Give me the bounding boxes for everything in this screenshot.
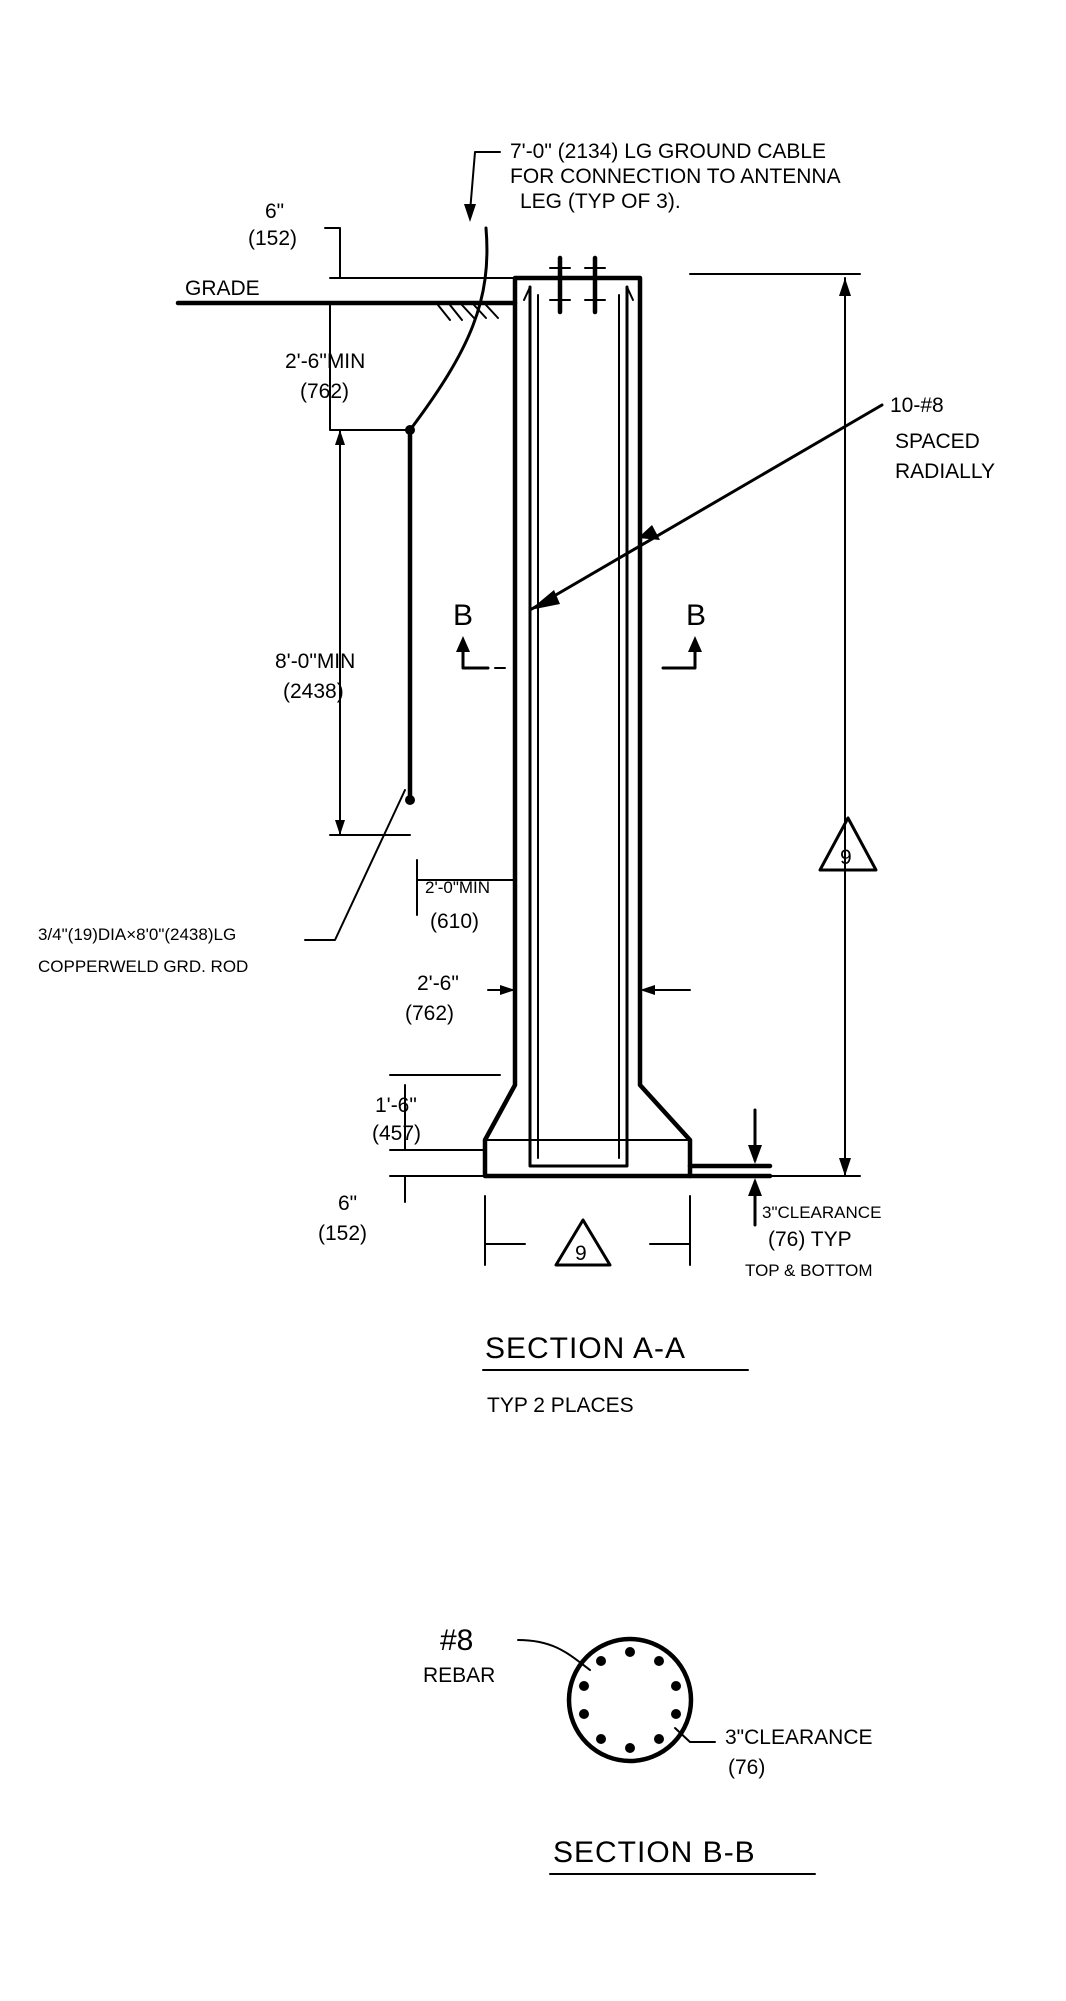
detail-tag-bottom-triangle (554, 1218, 612, 1267)
dim-2-6-min-ft: 2'-6"MIN (285, 350, 365, 373)
grade-label: GRADE (185, 277, 260, 300)
clearance-note-line2: (76) TYP (768, 1228, 852, 1251)
dim-6-top-ft: 6" (265, 200, 284, 223)
ground-rod-note-line1: 3/4"(19)DIA×8'0"(2438)LG (38, 925, 236, 944)
dim-6-bottom-ft: 6" (338, 1192, 357, 1215)
section-bb-drawing (517, 1636, 716, 1764)
ground-cable-leader (469, 151, 501, 213)
section-bb-title: SECTION B-B (553, 1836, 756, 1869)
dim-6-ticks (324, 227, 341, 279)
section-bb-clearance-2: (76) (728, 1756, 765, 1779)
ground-cable-note-line3: LEG (TYP OF 3). (520, 190, 681, 213)
detail-tag-right: 9 (840, 846, 852, 869)
rebar-leader (528, 403, 884, 612)
rebar-note-line3: RADIALLY (895, 460, 995, 483)
dim-2-6-mm: (762) (405, 1002, 454, 1025)
rebar-label-leader (517, 1639, 591, 1671)
pier-outline (482, 275, 693, 1179)
ground-rod-leader (304, 789, 406, 941)
ground-rod-note-line2: COPPERWELD GRD. ROD (38, 957, 248, 976)
dim-6-bottom-mm: (152) (318, 1222, 367, 1245)
rebar-leader-arrow (530, 590, 560, 610)
section-bb-rebar-label-2: REBAR (423, 1664, 495, 1687)
clearance-note-line3: TOP & BOTTOM (745, 1261, 873, 1280)
clearance-note-line1: 3"CLEARANCE (762, 1203, 881, 1222)
dim-bottom-width (484, 1195, 691, 1266)
dim-2-0-min-ft: 2'-0"MIN (425, 878, 490, 897)
section-mark-b-left: B (453, 599, 473, 632)
dim-6-top-mm: (152) (248, 227, 297, 250)
rebar-dots (579, 1647, 681, 1753)
detail-tag-bottom: 9 (575, 1242, 587, 1265)
ground-cable (408, 226, 489, 432)
dim-8-0-line (329, 429, 411, 836)
pier-circle (566, 1636, 694, 1764)
ground-cable-note-line2: FOR CONNECTION TO ANTENNA (510, 165, 841, 188)
clearance-dims (687, 1163, 773, 1179)
dim-2-0-min-mm: (610) (430, 910, 479, 933)
section-aa-subtitle: TYP 2 PLACES (487, 1394, 634, 1417)
section-aa-drawing (175, 151, 884, 1267)
rebar-cage-hook-right (626, 286, 634, 301)
dim-8-0-min-ft: 8'-0"MIN (275, 650, 355, 673)
dim-1-6-line (389, 1074, 501, 1151)
anchor-bolts (549, 255, 606, 315)
ground-cable-arrow (464, 204, 476, 222)
grade-hatch (437, 304, 499, 321)
rebar-cage-hook-left (523, 286, 531, 301)
section-bb-rebar-label-1: #8 (440, 1624, 473, 1657)
rebar-cage (528, 285, 629, 1168)
rebar-note-line2: SPACED (895, 430, 980, 453)
dim-1-6-ft: 1'-6" (375, 1094, 417, 1117)
clearance-leader (674, 1727, 716, 1743)
dim-6-bottom-line (389, 1175, 486, 1203)
dim-1-6-mm: (457) (372, 1122, 421, 1145)
dim-2-6-ft: 2'-6" (417, 972, 459, 995)
detail-tag-right-triangle (818, 816, 878, 872)
dim-2-6-min-line (329, 302, 411, 431)
section-b-cut-marks (456, 636, 702, 670)
section-bb-clearance-1: 3"CLEARANCE (725, 1726, 873, 1749)
rebar-note-line1: 10-#8 (890, 394, 944, 417)
dim-2-0-min-line (416, 859, 516, 916)
section-mark-b-right: B (686, 599, 706, 632)
dim-8-0-min-mm: (2438) (283, 680, 344, 703)
ground-cable-note-line1: 7'-0" (2134) LG GROUND CABLE (510, 140, 826, 163)
dim-2-6-min-mm: (762) (300, 380, 349, 403)
section-aa-title: SECTION A-A (485, 1332, 686, 1365)
